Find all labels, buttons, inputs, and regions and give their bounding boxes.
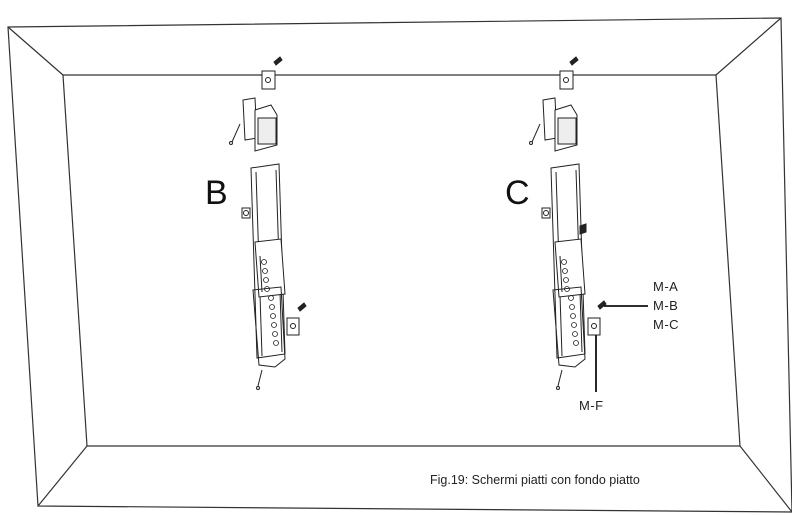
- bracket-label-b: B: [205, 174, 228, 212]
- bracket-right: [529, 56, 607, 390]
- hardware-label-mf: M-F: [579, 398, 604, 413]
- hardware-label-mb: M-B: [653, 298, 679, 313]
- wall-frame: [7, 17, 792, 513]
- figure-caption: Fig.19: Schermi piatti con fondo piatto: [430, 473, 640, 487]
- callout-lines: [595, 305, 648, 392]
- bracket-label-c: C: [505, 174, 530, 212]
- hardware-label-ma: M-A: [653, 279, 679, 294]
- bracket-left: [229, 56, 307, 390]
- hardware-label-mc: M-C: [653, 317, 680, 332]
